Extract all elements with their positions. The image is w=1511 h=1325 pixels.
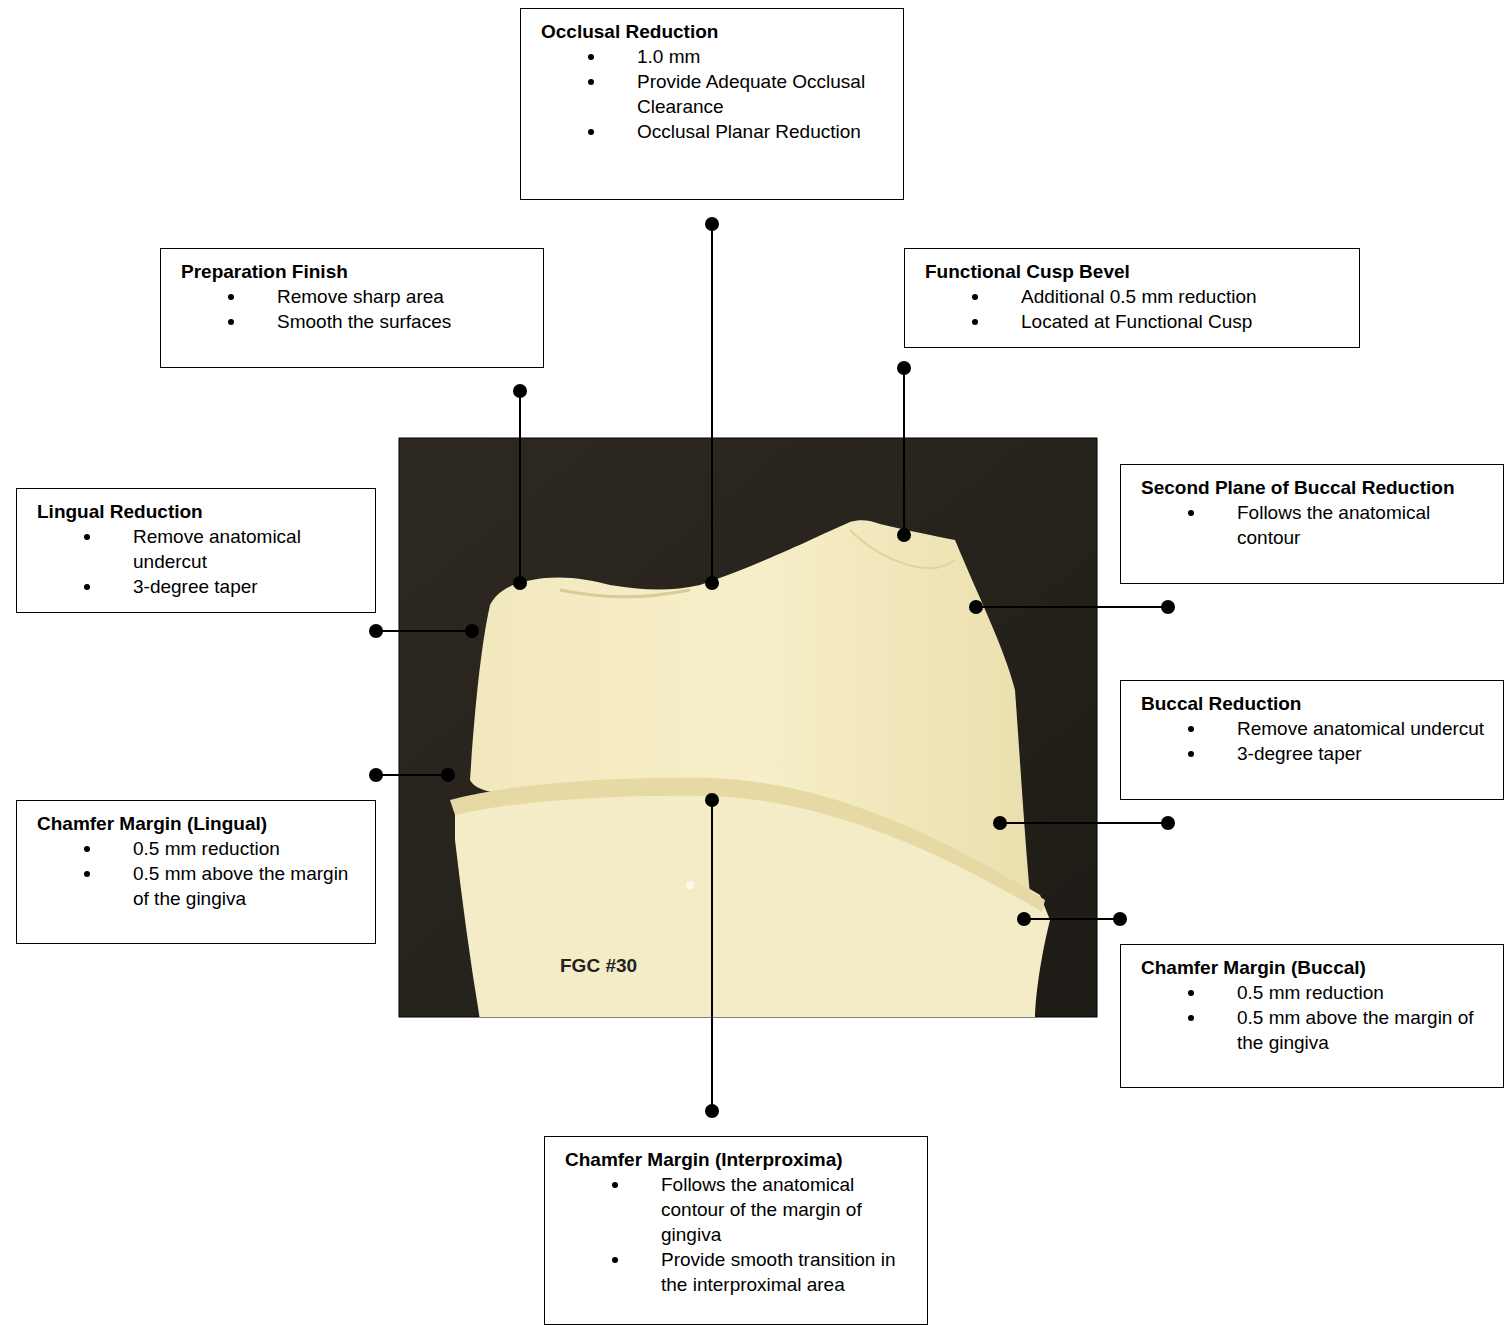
callout-heading: Preparation Finish — [181, 259, 529, 284]
callout-bullet: Occlusal Planar Reduction — [637, 119, 889, 144]
callout-bullet: 3-degree taper — [1237, 741, 1489, 766]
bullet-dot — [84, 584, 90, 590]
callout-heading: Chamfer Margin (Lingual) — [37, 811, 361, 836]
bullet-dot — [1188, 751, 1194, 757]
callout-box: Functional Cusp BevelAdditional 0.5 mm r… — [904, 248, 1360, 348]
callout-heading: Chamfer Margin (Interproxima) — [565, 1147, 913, 1172]
callout-heading: Lingual Reduction — [37, 499, 361, 524]
callout-bullet: 0.5 mm above the margin of the gingiva — [133, 861, 361, 911]
callout-bullet: 0.5 mm above the margin of the gingiva — [1237, 1005, 1489, 1055]
bullet-dot — [1188, 510, 1194, 516]
callout-bullet: 3-degree taper — [133, 574, 361, 599]
callout-box: Occlusal Reduction1.0 mmProvide Adequate… — [520, 8, 904, 200]
callout-bullet: 0.5 mm reduction — [1237, 980, 1489, 1005]
callout-bullet: Provide smooth transition in the interpr… — [661, 1247, 913, 1297]
bullet-dot — [1188, 990, 1194, 996]
callout-box: Chamfer Margin (Buccal)0.5 mm reduction0… — [1120, 944, 1504, 1088]
callout-bullet: Provide Adequate Occlusal Clearance — [637, 69, 889, 119]
bullet-dot — [588, 54, 594, 60]
bullet-dot — [84, 871, 90, 877]
callout-bullet: Remove anatomical undercut — [133, 524, 361, 574]
callout-box: Preparation FinishRemove sharp areaSmoot… — [160, 248, 544, 368]
callout-bullet: Follows the anatomical contour — [1237, 500, 1489, 550]
callout-box: Lingual ReductionRemove anatomical under… — [16, 488, 376, 613]
bullet-dot — [228, 319, 234, 325]
bullet-dot — [972, 319, 978, 325]
bullet-dot — [84, 534, 90, 540]
callout-bullet: Remove sharp area — [277, 284, 529, 309]
tooth-label: FGC #30 — [560, 954, 637, 978]
bullet-dot — [612, 1257, 618, 1263]
bullet-dot — [972, 294, 978, 300]
callout-bullet: Remove anatomical undercut — [1237, 716, 1489, 741]
bullet-dot — [588, 129, 594, 135]
bullet-dot — [1188, 1015, 1194, 1021]
callout-box: Buccal ReductionRemove anatomical underc… — [1120, 680, 1504, 800]
callout-heading: Chamfer Margin (Buccal) — [1141, 955, 1489, 980]
callout-box: Second Plane of Buccal ReductionFollows … — [1120, 464, 1504, 584]
callout-bullet: 0.5 mm reduction — [133, 836, 361, 861]
callout-bullet: Smooth the surfaces — [277, 309, 529, 334]
callout-box: Chamfer Margin (Interproxima)Follows the… — [544, 1136, 928, 1325]
bullet-dot — [612, 1182, 618, 1188]
callout-box: Chamfer Margin (Lingual)0.5 mm reduction… — [16, 800, 376, 944]
bullet-dot — [228, 294, 234, 300]
bullet-dot — [588, 79, 594, 85]
callout-bullet: Additional 0.5 mm reduction — [1021, 284, 1345, 309]
callout-bullet: Located at Functional Cusp — [1021, 309, 1345, 334]
callout-heading: Buccal Reduction — [1141, 691, 1489, 716]
callout-bullet: 1.0 mm — [637, 44, 889, 69]
callout-heading: Occlusal Reduction — [541, 19, 889, 44]
callout-heading: Second Plane of Buccal Reduction — [1141, 475, 1489, 500]
bullet-dot — [84, 846, 90, 852]
callout-heading: Functional Cusp Bevel — [925, 259, 1345, 284]
callout-bullet: Follows the anatomical contour of the ma… — [661, 1172, 913, 1247]
bullet-dot — [1188, 726, 1194, 732]
